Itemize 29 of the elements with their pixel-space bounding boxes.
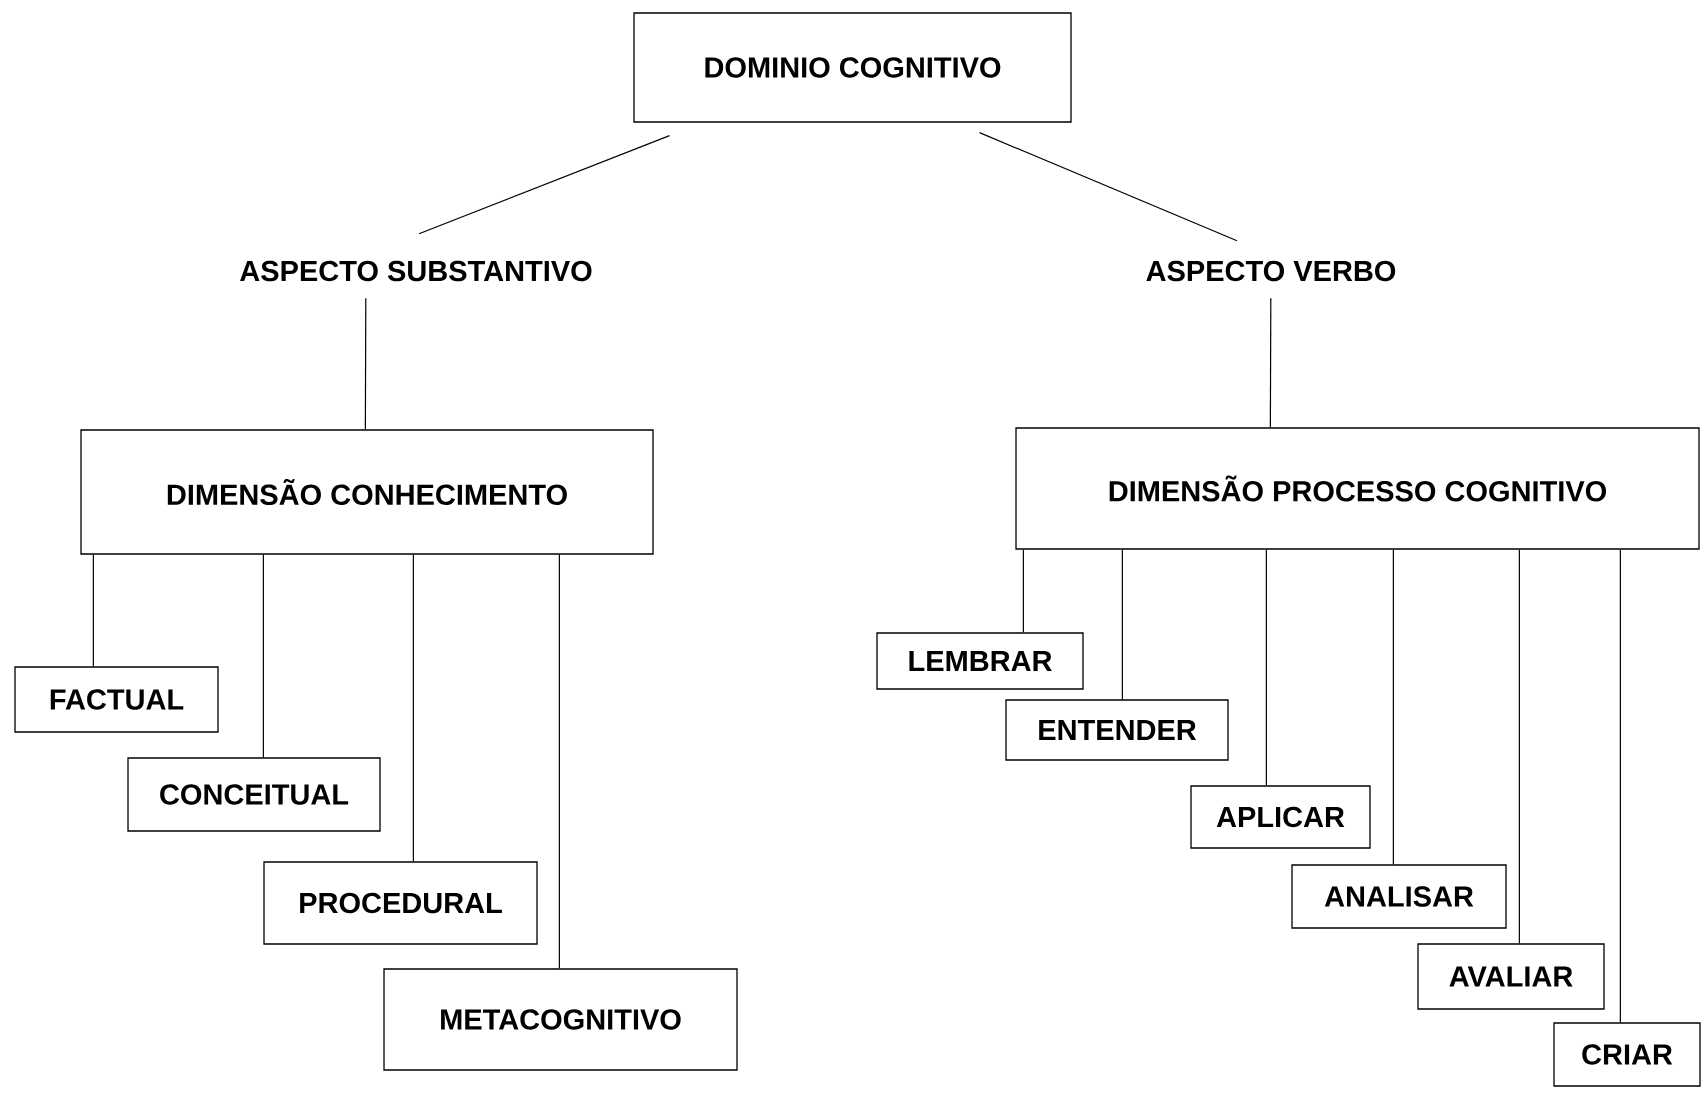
process-box: LEMBRAR (876, 632, 1084, 690)
process-box: CRIAR (1553, 1022, 1701, 1087)
node-label: ASPECTO SUBSTANTIVO (240, 260, 592, 282)
process-box: DOMINIO COGNITIVO (633, 12, 1072, 123)
connector-line (1392, 549, 1394, 865)
connector-line (1121, 549, 1123, 700)
process-box: ENTENDER (1005, 699, 1229, 761)
process-box: PROCEDURAL (263, 861, 538, 945)
process-box: ANALISAR (1291, 864, 1507, 929)
connector-line (262, 554, 264, 758)
connector-line (92, 554, 94, 667)
process-box: METACOGNITIVO (383, 968, 738, 1071)
process-box: DIMENSÃO PROCESSO COGNITIVO (1015, 427, 1700, 550)
connector-line (1269, 297, 1272, 428)
connector-line (418, 135, 671, 235)
node-label: ASPECTO VERBO (1146, 260, 1396, 282)
connector-line (558, 554, 560, 969)
connector-line (978, 132, 1238, 242)
process-box: AVALIAR (1417, 943, 1605, 1010)
process-box: APLICAR (1190, 785, 1371, 849)
connector-line (412, 554, 414, 862)
process-box: DIMENSÃO CONHECIMENTO (80, 429, 654, 555)
connector-line (364, 297, 367, 430)
process-box: FACTUAL (14, 666, 219, 733)
connector-line (1022, 549, 1024, 633)
connector-line (1518, 549, 1520, 944)
process-box: CONCEITUAL (127, 757, 381, 832)
connector-line (1265, 549, 1267, 786)
connector-line (1619, 549, 1621, 1023)
